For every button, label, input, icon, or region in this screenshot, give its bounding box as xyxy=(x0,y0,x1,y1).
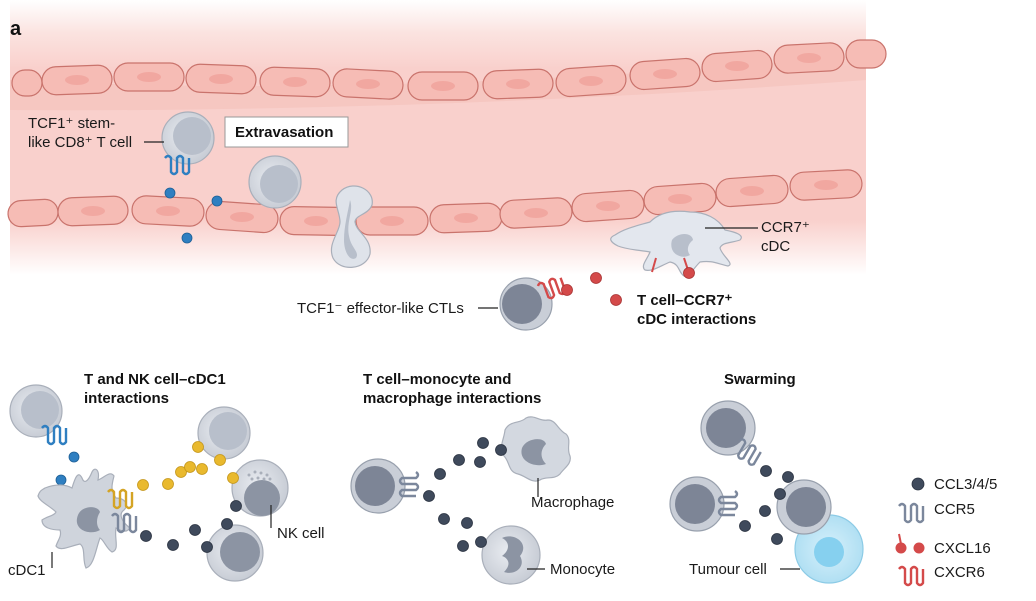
panel1-ccl-chemokines xyxy=(140,500,242,553)
transmigrating-nucleus xyxy=(344,200,358,259)
macrophage-label: Macrophage xyxy=(531,494,614,511)
panel1-t-cell-top-left xyxy=(9,384,68,446)
macrophage-cell xyxy=(500,416,571,482)
cxcr6-receptor-icon xyxy=(897,565,925,587)
legend-label-ccl: CCL3/4/5 xyxy=(934,476,997,493)
nk-cell-label: NK cell xyxy=(277,525,325,542)
rolling-t-cell xyxy=(248,155,302,209)
vessel-wall-upper xyxy=(10,55,866,111)
ccr5-receptor-icon xyxy=(897,502,925,524)
panel3-ccl-chemokines xyxy=(739,465,794,545)
legend: CCL3/4/5 CCR5 CXCL16 CXCR6 xyxy=(895,476,997,587)
panel1-t-cell-top-right xyxy=(197,406,251,460)
panel1-blue-chemokines xyxy=(55,451,80,486)
panel3-title: Swarming xyxy=(724,371,796,388)
cxcl16-chemokines xyxy=(561,267,695,306)
cxcl16-icon xyxy=(895,533,925,554)
stem-cell-label-line1: TCF1⁺ stem- xyxy=(28,115,115,132)
cdc-label-line1: CCR7⁺ xyxy=(761,219,810,236)
effector-ctl-cell xyxy=(499,274,568,331)
endothelial-nuclei-lower xyxy=(81,180,838,226)
swarming-t-cell-top xyxy=(700,400,763,468)
ccr7-interaction-title-line1: T cell–CCR7⁺ xyxy=(637,292,733,309)
panel2-t-cell xyxy=(350,458,420,514)
transmigrating-t-cell xyxy=(330,185,373,268)
endothelial-row-lower xyxy=(7,169,863,236)
blue-chemokines xyxy=(164,187,223,244)
panel2-ccl-chemokines xyxy=(423,437,507,552)
panel-letter: a xyxy=(10,18,22,40)
cdc1-cell xyxy=(37,468,138,569)
monocyte-label: Monocyte xyxy=(550,561,615,578)
chemokine-dot-icon xyxy=(911,477,925,491)
panel2-title-line1: T cell–monocyte and xyxy=(363,371,511,388)
yellow-chemokines xyxy=(137,441,239,491)
panel1-t-cell-bottom xyxy=(206,524,264,582)
tumour-label: Tumour cell xyxy=(689,561,767,578)
legend-label-cxcl16: CXCL16 xyxy=(934,540,991,557)
legend-label-cxcr6: CXCR6 xyxy=(934,564,985,581)
stem-like-t-cell xyxy=(161,111,215,176)
legend-label-ccr5: CCR5 xyxy=(934,501,975,518)
extravasation-label: Extravasation xyxy=(235,124,333,141)
ccr7-interaction-title-line2: cDC interactions xyxy=(637,311,756,328)
extravasation-box xyxy=(224,116,349,148)
stem-cell-label-line2: like CD8⁺ T cell xyxy=(28,134,132,151)
swarming-t-cell-left xyxy=(669,476,739,532)
panel1-title-line1: T and NK cell–cDC1 xyxy=(84,371,226,388)
endothelial-nuclei-upper xyxy=(65,53,821,91)
cdc-label-line2: cDC xyxy=(761,238,790,255)
panel1-title-line2: interactions xyxy=(84,390,169,407)
cdc1-label: cDC1 xyxy=(8,562,46,579)
effector-label: TCF1⁻ effector-like CTLs xyxy=(297,300,464,317)
monocyte-cell xyxy=(481,525,541,585)
swarming-t-cell-center xyxy=(776,479,832,535)
panel2-title-line2: macrophage interactions xyxy=(363,390,541,407)
